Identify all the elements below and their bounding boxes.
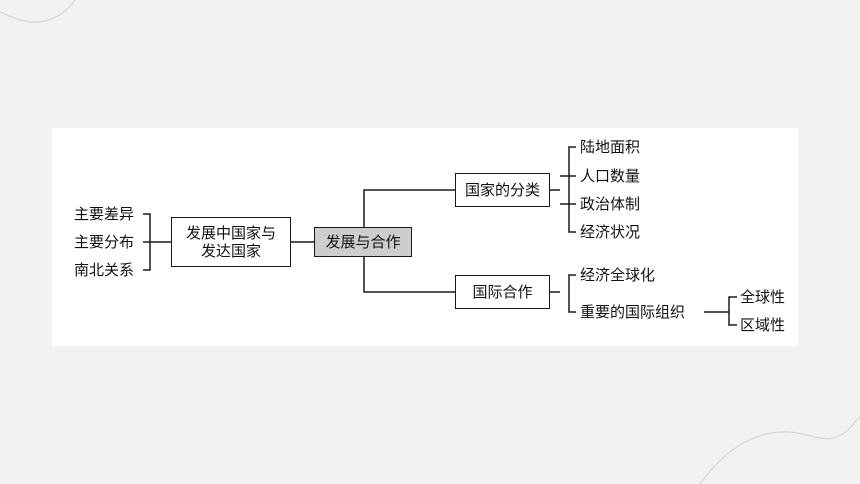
left-item-distribution: 主要分布	[74, 233, 135, 251]
cooperation-node: 国际合作	[455, 275, 550, 309]
hub-label-line2: 发达国家	[200, 242, 261, 260]
connector-lines	[143, 146, 737, 326]
hub-label-line1: 发展中国家与	[185, 224, 276, 242]
hub-node: 发展中国家与 发达国家	[171, 217, 291, 267]
left-item-north-south: 南北关系	[74, 261, 135, 279]
left-item-differences: 主要差异	[74, 205, 135, 223]
classification-node: 国家的分类	[455, 173, 550, 207]
classification-item-land-area: 陆地面积	[580, 138, 641, 156]
classification-item-political-system: 政治体制	[580, 195, 641, 213]
org-type-regional: 区域性	[740, 316, 786, 334]
classification-item-economy: 经济状况	[580, 223, 641, 241]
org-type-global: 全球性	[740, 288, 786, 306]
classification-item-population: 人口数量	[580, 167, 641, 185]
cooperation-item-globalization: 经济全球化	[580, 266, 656, 284]
concept-map-panel: 主要差异 主要分布 南北关系 发展中国家与 发达国家 发展与合作 国家的分类 国…	[52, 128, 798, 346]
cooperation-item-international-orgs: 重要的国际组织	[580, 303, 686, 321]
center-node: 发展与合作	[314, 227, 412, 257]
